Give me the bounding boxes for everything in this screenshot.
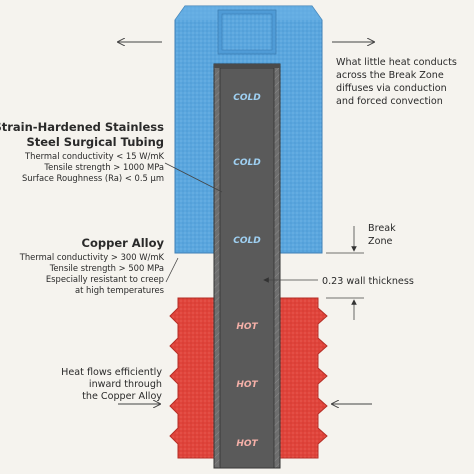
copper-title: Copper Alloy — [82, 236, 165, 250]
break-zone-dimension — [326, 226, 364, 320]
steel-spec-tensile: Tensile strength > 1000 MPa — [43, 162, 164, 172]
copper-note-line3: the Copper Alloy — [82, 391, 162, 402]
cold-zone-label-3: COLD — [233, 236, 261, 246]
copper-spec-conductivity: Thermal conductivity > 300 W/mK — [19, 252, 165, 262]
break-zone-label-line2: Zone — [368, 236, 393, 247]
copper-spec-tensile: Tensile strength > 500 MPa — [49, 263, 164, 273]
hot-zone-label-2: HOT — [236, 380, 258, 390]
steel-tube — [213, 63, 281, 469]
copper-note-line2: inward through — [89, 379, 162, 390]
cold-zone-label-2: COLD — [233, 158, 261, 168]
cold-zone-label-1: COLD — [233, 93, 261, 103]
heat-note-line1: What little heat conducts — [336, 57, 457, 68]
copper-leader-line — [165, 257, 179, 283]
steel-title-line2: Steel Surgical Tubing — [26, 135, 164, 149]
heat-note-line3: diffuses via conduction — [336, 83, 447, 94]
heat-note-line4: and forced convection — [336, 96, 443, 107]
steel-spec-roughness: Surface Roughness (Ra) < 0.5 µm — [22, 173, 164, 183]
hot-zone-label-1: HOT — [236, 322, 258, 332]
copper-spec-creep1: Especially resistant to creep — [46, 274, 164, 284]
break-zone-label-line1: Break — [368, 223, 396, 234]
steel-leader-line — [164, 162, 223, 193]
steel-spec-conductivity: Thermal conductivity < 15 W/mK — [24, 151, 164, 161]
hot-zone-label-3: HOT — [236, 439, 258, 449]
copper-note-line1: Heat flows efficiently — [61, 367, 162, 378]
copper-spec-creep2: at high temperatures — [75, 285, 164, 295]
steel-title-line1: Strain-Hardened Stainless — [0, 120, 164, 134]
heat-note-line2: across the Break Zone — [336, 70, 444, 81]
wall-thickness-label: 0.23 wall thickness — [322, 276, 414, 287]
